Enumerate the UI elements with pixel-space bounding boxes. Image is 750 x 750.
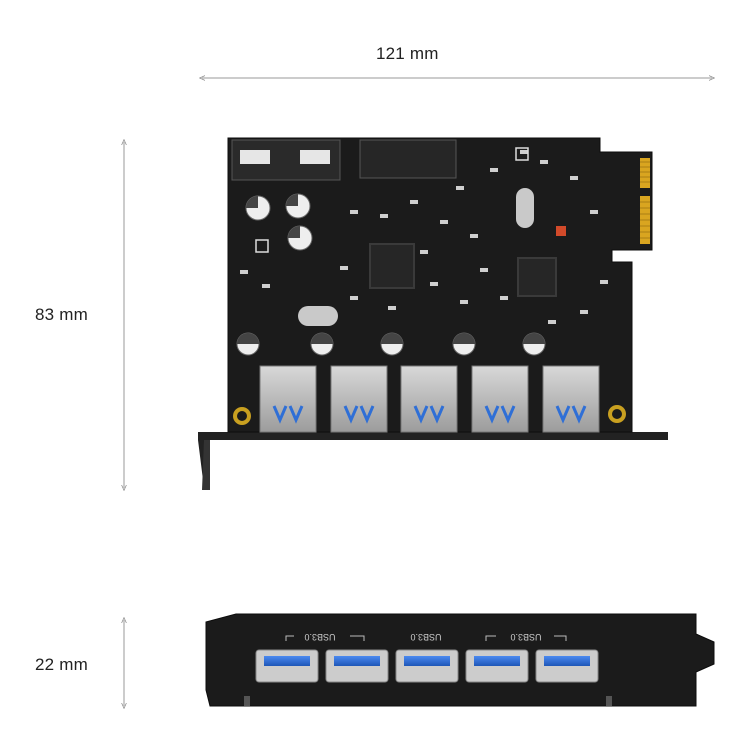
usb-port-icon — [325, 649, 389, 683]
bracket-label: USB3.0 — [410, 632, 441, 642]
sata-connector-icon — [359, 139, 457, 179]
gold-fingers — [640, 158, 650, 244]
usb-port-icon — [535, 649, 599, 683]
usb-port-icon — [255, 649, 319, 683]
capacitor-icon — [236, 332, 546, 356]
bracket-label: USB3.0 — [304, 632, 335, 642]
smd-components — [240, 150, 608, 324]
bracket-front-view — [205, 613, 715, 707]
height-dimension-label: 83 mm — [35, 305, 88, 324]
usb-port-icon — [465, 649, 529, 683]
usb-port-3 — [400, 365, 458, 433]
width-dimension-label: 121 mm — [376, 44, 439, 63]
chip-icon — [517, 257, 557, 297]
usb-port-5 — [542, 365, 600, 433]
usb-port-4 — [471, 365, 529, 433]
chip-icon — [369, 243, 415, 289]
usb-port-2 — [330, 365, 388, 433]
crystal-icon — [516, 188, 534, 228]
usb-port-icon — [395, 649, 459, 683]
capacitor-icon — [245, 193, 313, 251]
usb-port-1 — [259, 365, 317, 433]
bracket-label: USB3.0 — [510, 632, 541, 642]
pcb-card-top-view — [198, 137, 668, 490]
crystal-icon — [298, 306, 338, 326]
depth-dimension-label: 22 mm — [35, 655, 88, 674]
